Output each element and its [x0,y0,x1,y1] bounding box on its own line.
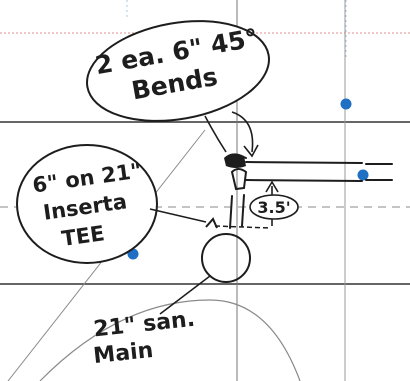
main-label-line1: 21" san. [92,307,196,342]
service-lateral [225,154,393,229]
bends-callout-bubble [86,20,270,122]
bends-leader-arrow [204,115,227,153]
sanitary-main-circle [201,233,251,283]
dimension-label: 3.5' [257,198,290,217]
main-label-line2: Main [92,338,154,369]
tee-callout-line3: TEE [60,221,106,251]
dimension-bubble [249,194,299,220]
bends-leader-arrow-2 [231,111,254,153]
dimension-arrow-head [265,180,279,193]
bends-arrow-head [243,144,259,158]
marker-dot [357,169,369,181]
tee-connection [214,225,271,229]
main-leader-line [159,275,211,315]
tee-mark [205,217,218,229]
tee-callout-bubble [16,144,158,264]
tee-leader-line [149,208,207,223]
trench-outline [39,299,301,381]
marker-dot [340,98,352,110]
bend-blob [224,153,246,168]
